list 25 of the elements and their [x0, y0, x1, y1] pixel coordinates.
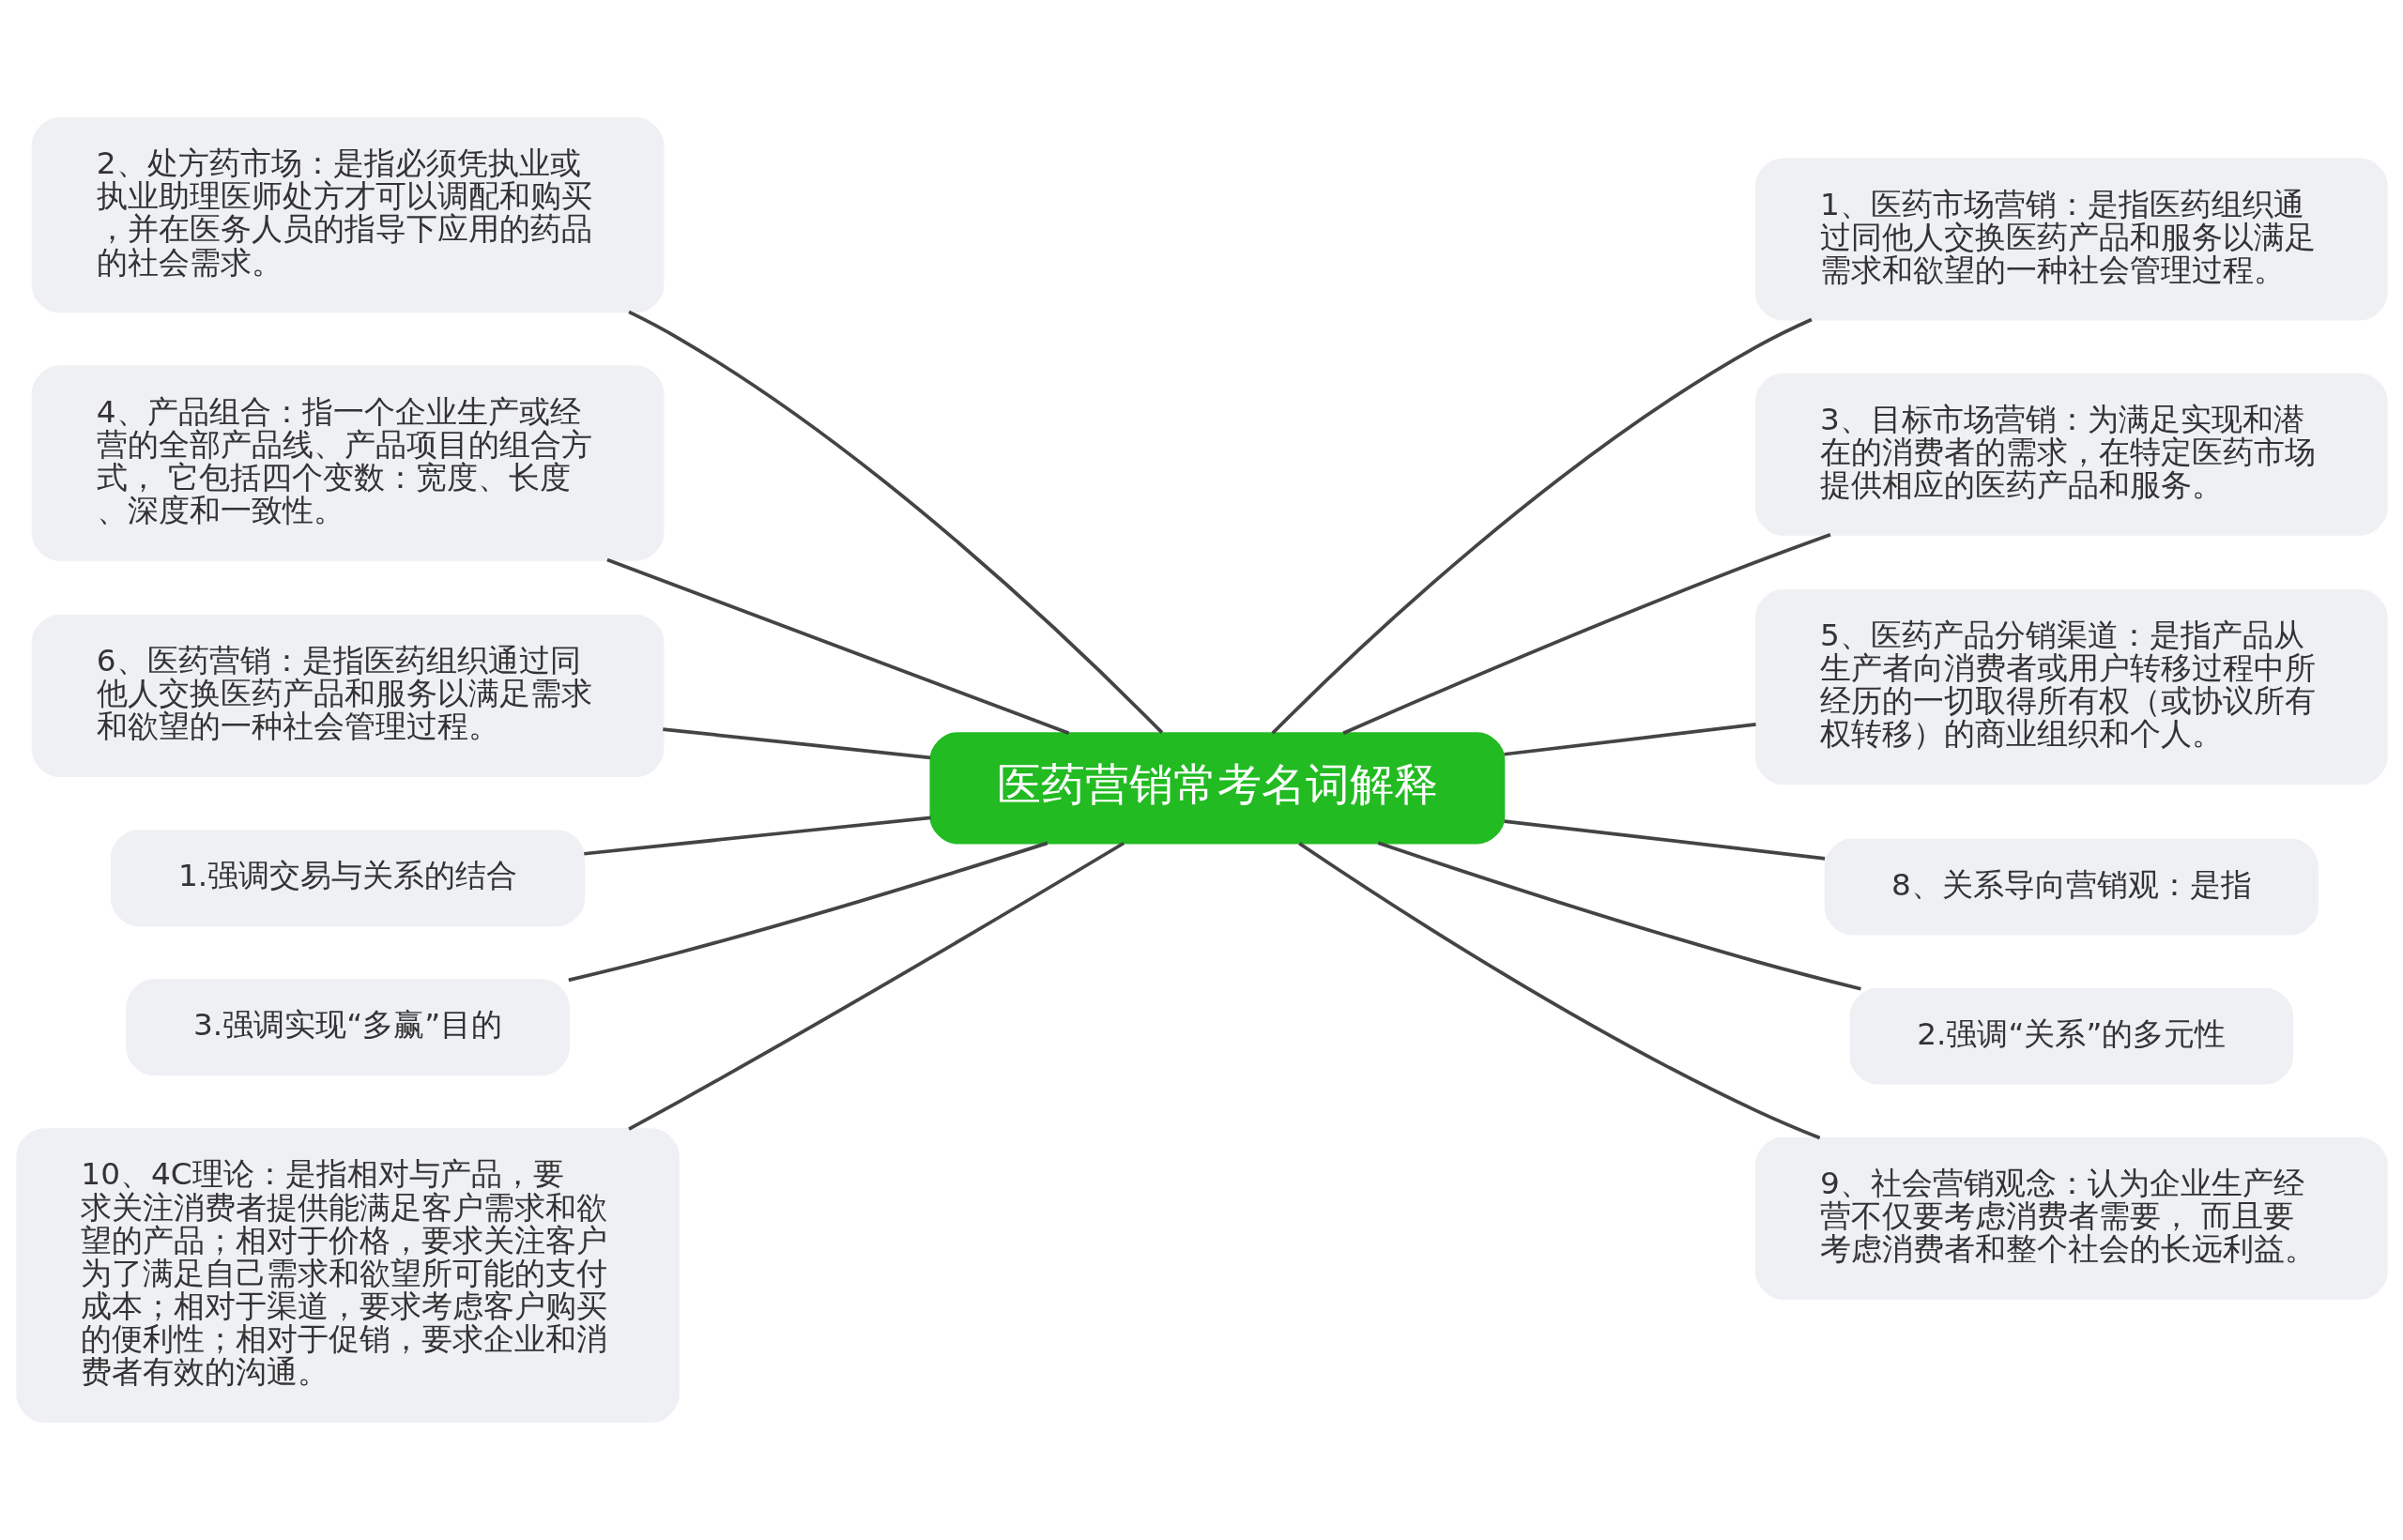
node-box: 1.强调交易与关系的结合	[110, 830, 585, 927]
node-box: 4、产品组合：指一个企业生产或经营的全部产品线、产品项目的组合方式， 它包括四个变数：宽度、长度、深度和一致性。	[31, 365, 664, 561]
node-box: 8、关系导向营销观：是指	[1824, 838, 2319, 936]
node-box: 9、社会营销观念：认为企业生产经营不仅要考虑消费者需要， 而且要考虑消费者和整个社会的长远利益。	[1754, 1136, 2388, 1300]
connector	[605, 557, 1069, 735]
node-box: 6、医药营销：是指医药组织通过同他人交换医药产品和服务以满足需求和欲望的一种社会管理过程。	[31, 615, 664, 778]
connector	[1270, 317, 1813, 735]
node-box: 10、4C理论：是指相对与产品，要求关注消费者提供能满足客户需求和欲望的产品；相对于价格，要求关注客户为了满足自己需求和欲望所可能的支付成本；相对于渠道，要求考虑客户购买的便利性；相对于促销，要求企业和消费者有效的沟通。	[15, 1128, 680, 1423]
connector	[1503, 819, 1825, 861]
connector	[567, 841, 1048, 983]
connector	[1297, 842, 1820, 1140]
node-box: 3、目标市场营销：为满足实现和潜在的消费者的需求，在特定医药市场提供相应的医药产品和服务。	[1754, 373, 2388, 536]
connector	[662, 727, 930, 760]
connector	[627, 841, 1125, 1131]
node-box: 1、医药市场营销：是指医药组织通过同他人交换医药产品和服务以满足需求和欲望的一种社会管理过程。	[1754, 158, 2388, 321]
connector	[1341, 533, 1831, 735]
connector	[1377, 841, 1861, 991]
connector	[1503, 723, 1756, 756]
node-box: 2、处方药市场：是指必须凭执业或执业助理医师处方才可以调配和购买，并在医务人员的指导下应用的药品的社会需求。	[31, 117, 664, 313]
node-box: 医药营销常考名词解释	[928, 732, 1505, 845]
node-box: 5、医药产品分销渠道：是指产品从生产者向消费者或用户转移过程中所经历的一切取得所有权（或协议所有权转移）的商业组织和个人。	[1754, 589, 2388, 785]
connector	[627, 310, 1163, 734]
node-box: 2.强调“关系”的多元性	[1849, 987, 2293, 1085]
node-box: 3.强调实现“多赢”目的	[125, 979, 570, 1076]
connector	[583, 816, 931, 856]
